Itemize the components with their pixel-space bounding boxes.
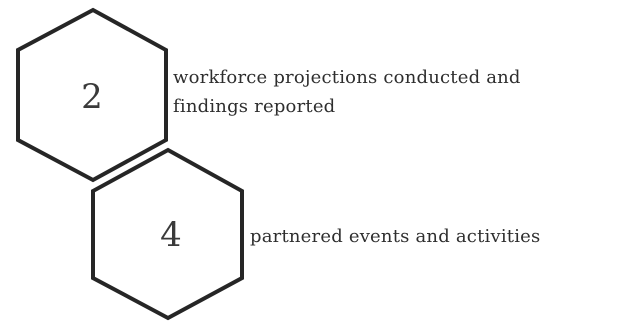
stat-label-1-line-1: workforce projections conducted and [173,67,521,88]
stat-label-2: partnered events and activities [250,222,540,251]
hexagon-stat-2: 4 [91,147,244,321]
hexagon-stat-1: 2 [16,7,168,183]
hexagon-shape-1 [16,7,168,183]
stat-label-2-line-1: partnered events and activities [250,226,541,247]
hexagon-number-1: 2 [81,77,103,117]
stat-label-1: workforce projections conducted and find… [173,63,521,121]
hexagon-number-2: 4 [160,215,182,255]
stat-label-1-line-2: findings reported [173,96,336,117]
hexagon-shape-2 [91,147,244,321]
